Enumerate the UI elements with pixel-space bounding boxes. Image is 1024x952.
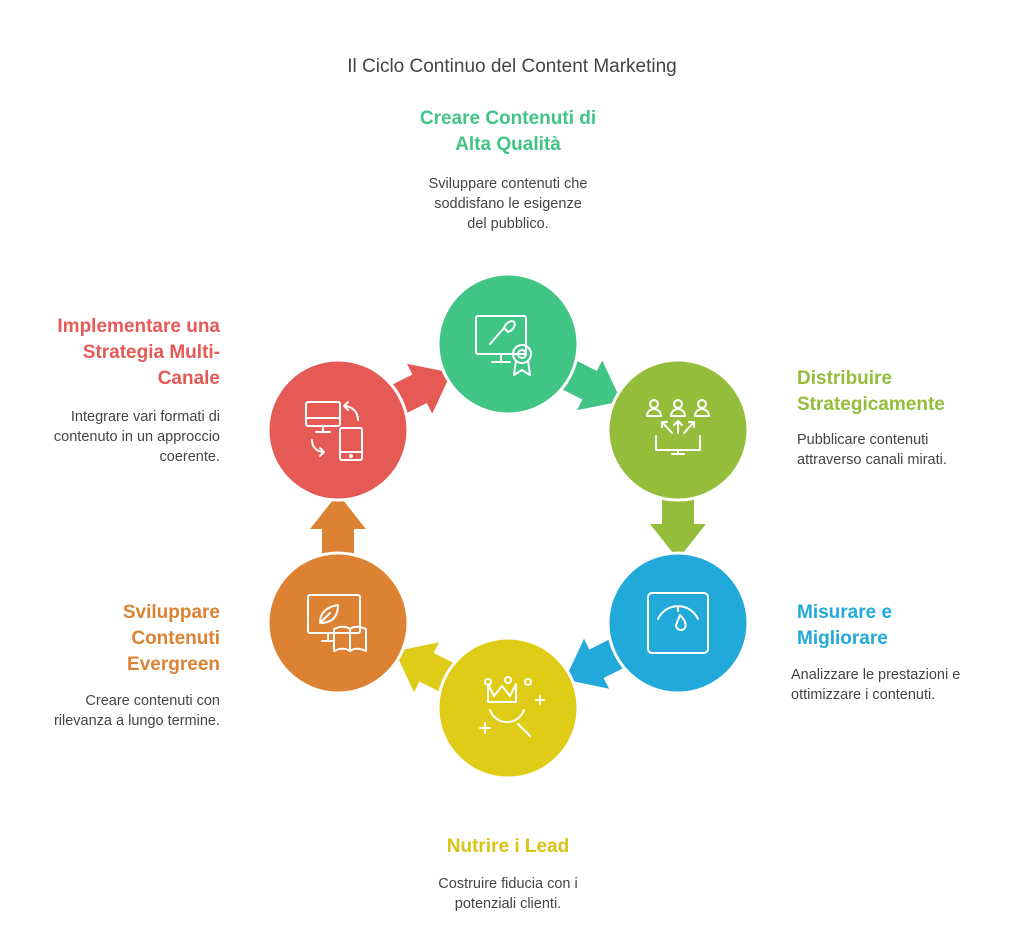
step-circle <box>436 272 580 416</box>
leaf-monitor-book-icon <box>307 594 367 652</box>
desc-line: Costruire fiducia con i <box>438 876 578 892</box>
step-4-description: Costruire fiducia con i potenziali clien… <box>380 874 636 914</box>
desc-line: Pubblicare contenuti <box>797 432 929 448</box>
step-3-description: Analizzare le prestazioni e ottimizzare … <box>791 665 1021 705</box>
step-2-node <box>606 358 750 502</box>
desc-line: potenziali clienti. <box>454 896 562 912</box>
desc-line: contenuto in un approccio <box>53 429 220 445</box>
step-4-title: Nutrire i Lead <box>380 834 636 860</box>
title-line: Alta Qualità <box>455 134 561 155</box>
desc-line: attraverso canali mirati. <box>797 452 947 468</box>
step-3-node <box>606 551 750 695</box>
diagram-title: Il Ciclo Continuo del Content Marketing <box>347 56 677 77</box>
crown-search-icon <box>479 676 545 737</box>
step-2-title: Distribuire Strategicamente <box>797 366 1017 418</box>
step-6-node <box>266 358 410 502</box>
step-2-description: Pubblicare contenuti attraverso canali m… <box>797 430 1017 470</box>
step-1-node <box>436 272 580 416</box>
desc-line: rilevanza a lungo termine. <box>53 713 220 729</box>
title-line: Nutrire i Lead <box>446 836 570 857</box>
step-circle <box>266 358 410 502</box>
step-6-description: Integrare vari formati di contenuto in u… <box>0 407 220 467</box>
desc-line: soddisfano le esigenze <box>434 196 582 212</box>
monitor-brush-award-icon <box>475 315 532 376</box>
desc-line: del pubblico. <box>467 216 549 232</box>
title-line: Evergreen <box>127 654 220 675</box>
desc-line: Creare contenuti con <box>85 693 220 709</box>
gauge-icon <box>647 592 709 654</box>
title-line: Strategicamente <box>797 394 945 415</box>
step-6-title: Implementare una Strategia Multi- Canale <box>0 314 220 392</box>
step-circle <box>266 551 410 695</box>
step-5-title: Sviluppare Contenuti Evergreen <box>0 600 220 678</box>
title-line: Strategia Multi- <box>82 342 220 363</box>
step-3-title: Misurare e Migliorare <box>797 600 1017 652</box>
step-5-node <box>266 551 410 695</box>
title-line: Canale <box>157 368 220 389</box>
audience-distribution-icon <box>646 399 710 455</box>
title-line: Sviluppare <box>122 602 220 623</box>
desc-line: Analizzare le prestazioni e <box>791 667 961 683</box>
desc-line: ottimizzare i contenuti. <box>791 687 936 703</box>
title-line: Misurare e <box>797 602 893 623</box>
step-1-title: Creare Contenuti di Alta Qualità <box>380 106 636 158</box>
desc-line: coerente. <box>159 449 220 465</box>
desc-line: Integrare vari formati di <box>70 409 220 425</box>
title-line: Migliorare <box>797 628 888 649</box>
step-circle <box>436 636 580 780</box>
multichannel-devices-icon <box>305 401 363 461</box>
title-line: Creare Contenuti di <box>419 108 597 129</box>
step-1-description: Sviluppare contenuti che soddisfano le e… <box>380 174 636 234</box>
desc-line: Sviluppare contenuti che <box>428 176 588 192</box>
title-line: Distribuire <box>797 368 893 389</box>
title-line: Implementare una <box>57 316 220 337</box>
step-4-node <box>436 636 580 780</box>
title-line: Contenuti <box>131 628 220 649</box>
step-circle <box>606 551 750 695</box>
step-5-description: Creare contenuti con rilevanza a lungo t… <box>0 691 220 731</box>
